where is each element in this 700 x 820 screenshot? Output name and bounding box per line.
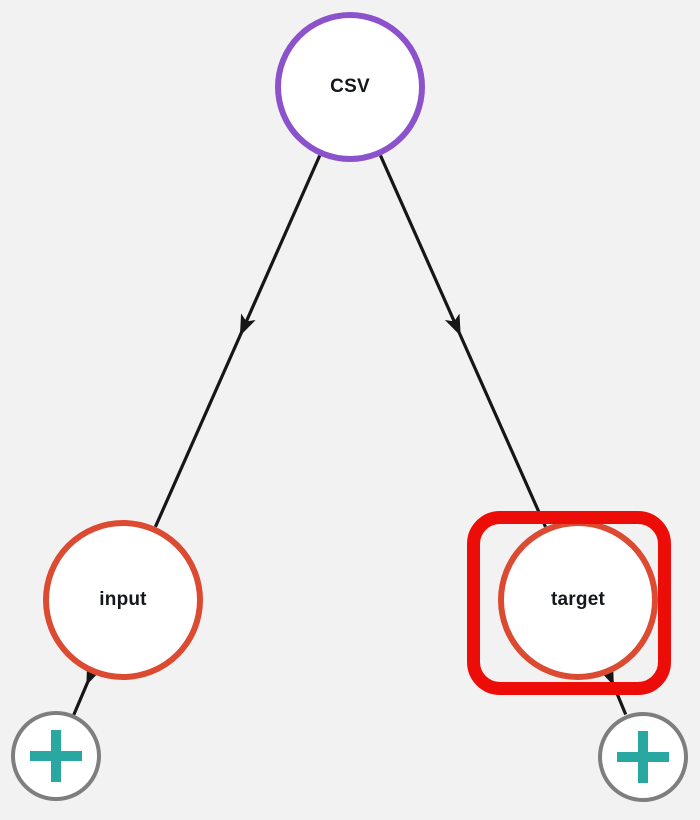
plus-icon [617,731,669,783]
add-node-button-right[interactable] [598,712,688,802]
plus-icon [30,730,82,782]
edge-csv-target [379,154,547,528]
edge-input-add [72,662,102,716]
edge-target-add [598,663,628,716]
node-csv-label: CSV [330,76,370,97]
add-node-button-left[interactable] [11,711,101,801]
node-input[interactable]: input [43,520,203,680]
node-csv[interactable]: CSV [275,12,425,162]
node-target[interactable]: target [498,520,658,680]
edge-csv-input [153,154,322,528]
node-input-label: input [99,589,147,610]
node-target-label: target [551,589,605,610]
